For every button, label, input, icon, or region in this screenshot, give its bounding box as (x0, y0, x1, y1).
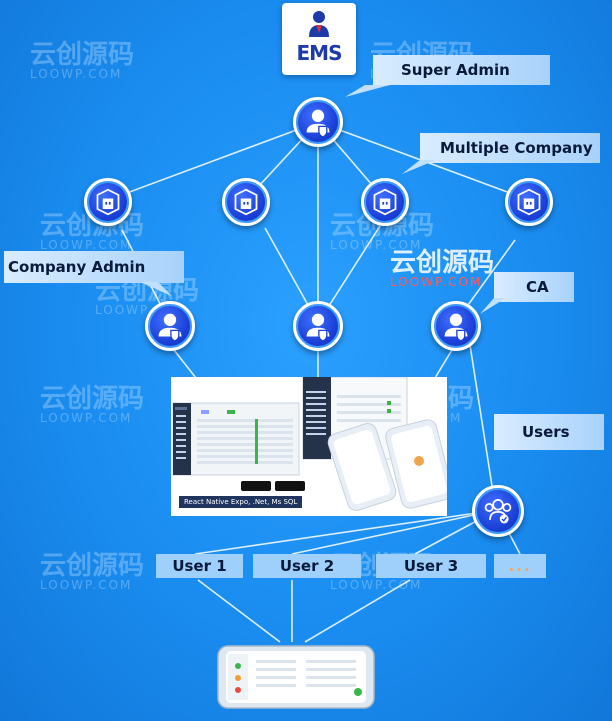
mobile-phone-icon (217, 645, 375, 709)
users-node[interactable] (472, 485, 524, 537)
app-screenshots-panel: React Native Expo, .Net, Ms SQL (171, 377, 447, 516)
company-building-icon (234, 188, 258, 216)
ems-logo: EMS (282, 3, 356, 75)
callout-tail (140, 282, 172, 296)
more-users-label: ... (508, 557, 532, 575)
tech-stack-caption: React Native Expo, .Net, Ms SQL (179, 496, 303, 508)
super-admin-label: Super Admin (373, 55, 550, 85)
company-node-4[interactable] (505, 178, 553, 226)
admin-user-icon (158, 313, 182, 342)
admin-user-icon (306, 313, 330, 342)
multiple-company-label-text: Multiple Company (440, 139, 593, 157)
super-admin-node[interactable] (293, 97, 343, 147)
logo-text: EMS (296, 41, 343, 65)
company-node-3[interactable] (361, 178, 409, 226)
company-building-icon (96, 188, 120, 216)
admin-user-icon (444, 313, 468, 342)
user-2-label: User 2 (279, 557, 335, 575)
users-label: Users (494, 414, 604, 450)
callout-tail (345, 85, 390, 97)
callout-tail (480, 298, 506, 314)
ems-user-logo-icon (309, 11, 329, 37)
admin-user-icon (306, 109, 330, 138)
user-2-pill[interactable]: User 2 (253, 554, 361, 578)
ca-label: CA (494, 272, 574, 302)
super-admin-label-text: Super Admin (401, 61, 510, 79)
company-admin-node-2[interactable] (293, 301, 343, 351)
dashboard-screens-illustration (172, 377, 447, 511)
company-node-1[interactable] (84, 178, 132, 226)
user-group-icon (484, 499, 512, 524)
company-admin-node-1[interactable] (145, 301, 195, 351)
company-building-icon (373, 188, 397, 216)
users-label-text: Users (522, 423, 570, 441)
company-admin-node-3[interactable] (431, 301, 481, 351)
user-3-label: User 3 (403, 557, 459, 575)
company-building-icon (517, 188, 541, 216)
user-1-label: User 1 (172, 557, 227, 575)
ca-label-text: CA (526, 278, 549, 296)
multiple-company-label: Multiple Company (420, 133, 600, 163)
more-users-pill[interactable]: ... (494, 554, 546, 578)
user-1-pill[interactable]: User 1 (156, 554, 243, 578)
company-admin-label: Company Admin (4, 251, 184, 283)
company-node-2[interactable] (222, 178, 270, 226)
company-admin-label-text: Company Admin (8, 258, 146, 276)
callout-tail (402, 160, 436, 174)
user-3-pill[interactable]: User 3 (376, 554, 486, 578)
